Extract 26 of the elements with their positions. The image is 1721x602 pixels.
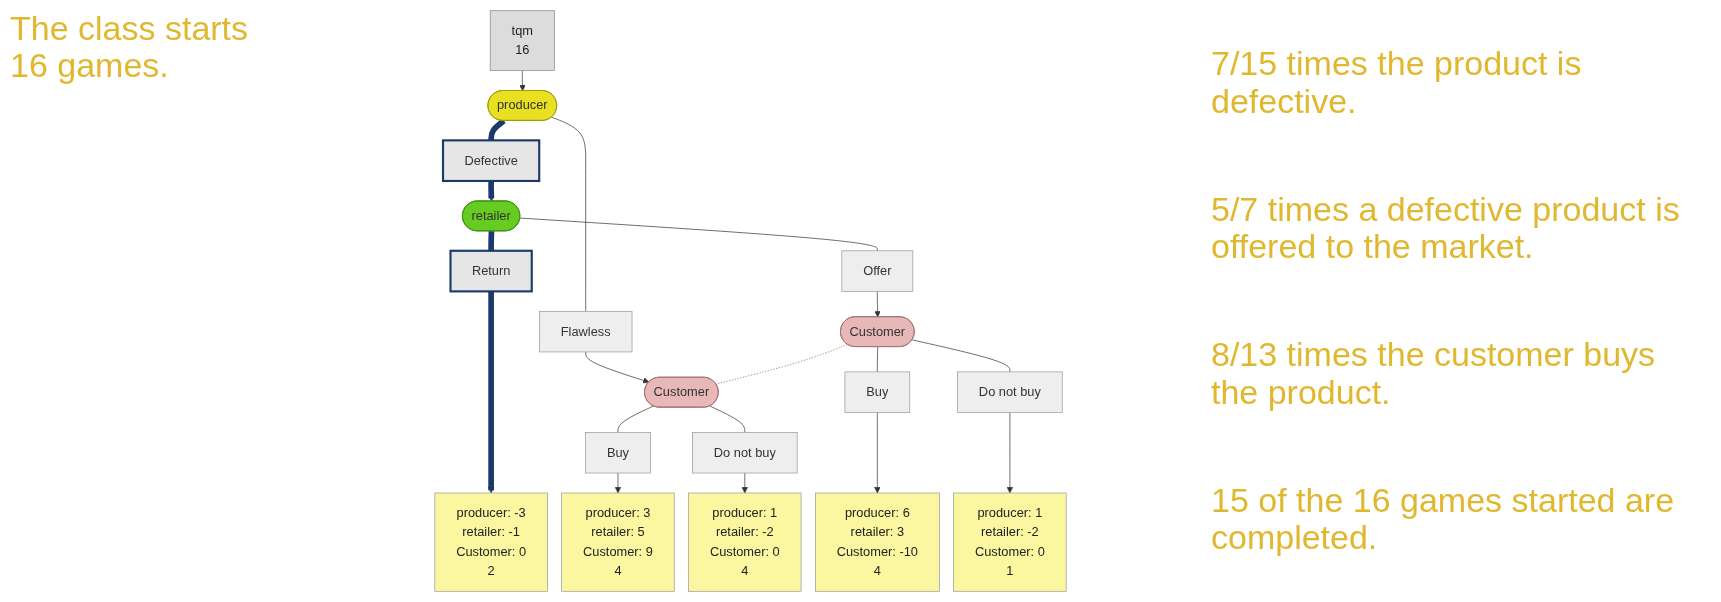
connector: [617, 405, 654, 433]
node-box: Offer: [841, 250, 914, 292]
node-box: Flawless: [539, 310, 633, 353]
node-box: producer: 6 retailer: 3 Customer: -10 4: [815, 492, 940, 592]
node-box: Do not buy: [957, 371, 1063, 413]
note-text: 8/13 times the customer buys the product.: [1211, 336, 1657, 412]
note-text: 15 of the 16 games started are completed.: [1211, 481, 1676, 557]
node-box: producer: 3 retailer: 5 Customer: 9 4: [561, 492, 675, 592]
note-text: The class starts 16 games.: [10, 10, 250, 85]
connector: [519, 217, 878, 252]
note-text: 5/7 times a defective product is offered to the market.: [1211, 190, 1681, 266]
connector: [551, 116, 587, 312]
node-box: Defective: [441, 139, 541, 183]
node-box: producer: 1 retailer: -2 Customer: 0 4: [688, 492, 802, 592]
node-box: Buy: [585, 432, 651, 474]
connector: [709, 405, 746, 433]
node-box: Return: [449, 249, 533, 293]
node-box: Do not buy: [692, 432, 798, 474]
node-box: producer: -3 retailer: -1 Customer: 0 2: [434, 492, 548, 592]
note-text: 7/15 times the product is defective.: [1211, 45, 1583, 121]
connector: [911, 339, 1011, 373]
connector: [715, 344, 848, 385]
node-box: Buy: [844, 371, 911, 413]
node-box: producer: 1 retailer: -2 Customer: 0 1: [953, 492, 1067, 592]
node-box: tqm 16: [489, 10, 555, 71]
connector: [877, 346, 879, 373]
